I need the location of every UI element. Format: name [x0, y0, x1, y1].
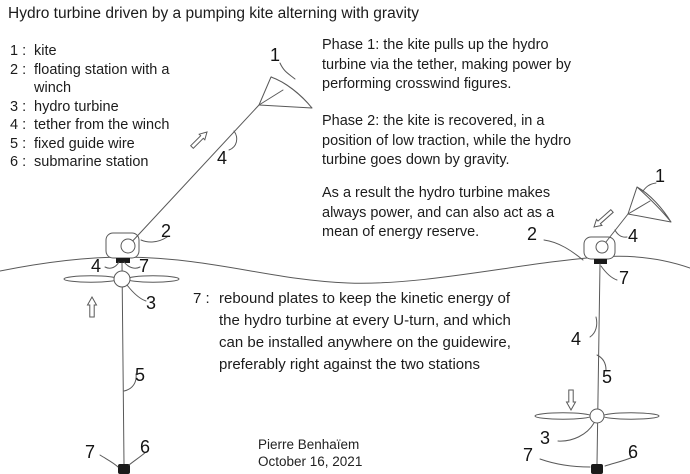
- hydro-turbine-left: [63, 270, 180, 288]
- callout-guidewire-left: 5: [135, 365, 146, 385]
- callout-tether-line-right: 4: [571, 329, 582, 349]
- legend-item: 5 : fixed guide wire: [10, 135, 186, 154]
- rebound-plate-right: [594, 259, 607, 264]
- callout-plate-bottom-left: 7: [85, 442, 96, 462]
- callout-plate-left: 7: [139, 256, 150, 276]
- legend-item-text: tether from the winch: [34, 117, 170, 133]
- legend-item-text: kite: [34, 43, 57, 59]
- callout-plate-bottom-right: 7: [523, 445, 534, 465]
- callout-turbine-right: 3: [540, 428, 551, 448]
- legend-item: 6 : submarine station: [10, 153, 186, 172]
- legend-item-text: hydro turbine: [34, 98, 119, 115]
- winch-left: [120, 238, 136, 254]
- up-arrow-icon: [86, 295, 98, 318]
- legend-item-number: 5 :: [10, 135, 27, 152]
- note-number: 7 :: [193, 290, 210, 307]
- legend-item-text: submarine station: [34, 154, 149, 170]
- pull-arrow-icon: [189, 131, 208, 150]
- kite-left: [258, 76, 313, 109]
- callout-plate-right: 7: [619, 268, 630, 288]
- leader-lines: [99, 62, 657, 468]
- legend-item-text: fixed guide wire: [34, 135, 135, 152]
- callout-station-right: 2: [527, 224, 538, 244]
- rebound-plate-left: [116, 258, 130, 263]
- note-text: rebound plates to keep the kinetic energ…: [219, 290, 511, 373]
- phase2-text: Phase 2: the kite is recovered, in a pos…: [322, 113, 572, 168]
- result-text: As a result the hydro turbine makes alwa…: [322, 185, 555, 240]
- legend-item-number: 3 :: [10, 98, 27, 115]
- signature-name: Pierre Benhaïem: [258, 437, 360, 452]
- down-arrow-icon: [565, 389, 577, 412]
- callout-station-left: 2: [161, 221, 172, 241]
- callout-substation-left: 6: [140, 437, 151, 457]
- descend-arrow-icon: [593, 208, 614, 228]
- legend-item-number: 6 :: [10, 154, 27, 170]
- callout-substation-right: 6: [628, 442, 639, 462]
- kite-right: [627, 186, 672, 223]
- hydro-turbine-right: [534, 408, 660, 424]
- legend: 1 : kite 2 : floating station with a win…: [10, 42, 186, 172]
- tether-left: [127, 104, 260, 247]
- callout-tether-left: 4: [217, 148, 228, 168]
- signature-date: October 16, 2021: [258, 453, 363, 469]
- callout-kite-left: 1: [270, 45, 281, 65]
- signature: Pierre Benhaïem October 16, 2021: [258, 437, 362, 470]
- guide-wire-left: [121, 262, 125, 465]
- legend-item-text: floating station with a winch: [34, 61, 170, 97]
- guide-wire-right: [596, 263, 601, 465]
- legend-item-number: 4 :: [10, 117, 27, 133]
- note-rebound-plates: 7 : rebound plates to keep the kinetic e…: [193, 288, 535, 376]
- callout-kite-right: 1: [655, 166, 666, 186]
- legend-item: 3 : hydro turbine: [10, 98, 186, 117]
- phase1-text: Phase 1: the kite pulls up the hydro tur…: [322, 37, 572, 92]
- legend-item: 1 : kite: [10, 42, 186, 61]
- callout-turbine-left: 3: [146, 293, 157, 313]
- legend-item: 2 : floating station with a winch: [10, 61, 186, 98]
- callout-guidewire-right: 5: [602, 367, 613, 387]
- submarine-station-right: [591, 464, 603, 474]
- winch-right: [595, 240, 609, 254]
- callout-tether-at-station-left: 4: [91, 256, 102, 276]
- legend-item: 4 : tether from the winch: [10, 116, 186, 135]
- callout-tether-right: 4: [628, 226, 639, 246]
- diagram-title: Hydro turbine driven by a pumping kite a…: [8, 5, 419, 22]
- submarine-station-left: [118, 464, 130, 474]
- legend-item-number: 2 :: [10, 61, 27, 78]
- legend-item-number: 1 :: [10, 43, 27, 59]
